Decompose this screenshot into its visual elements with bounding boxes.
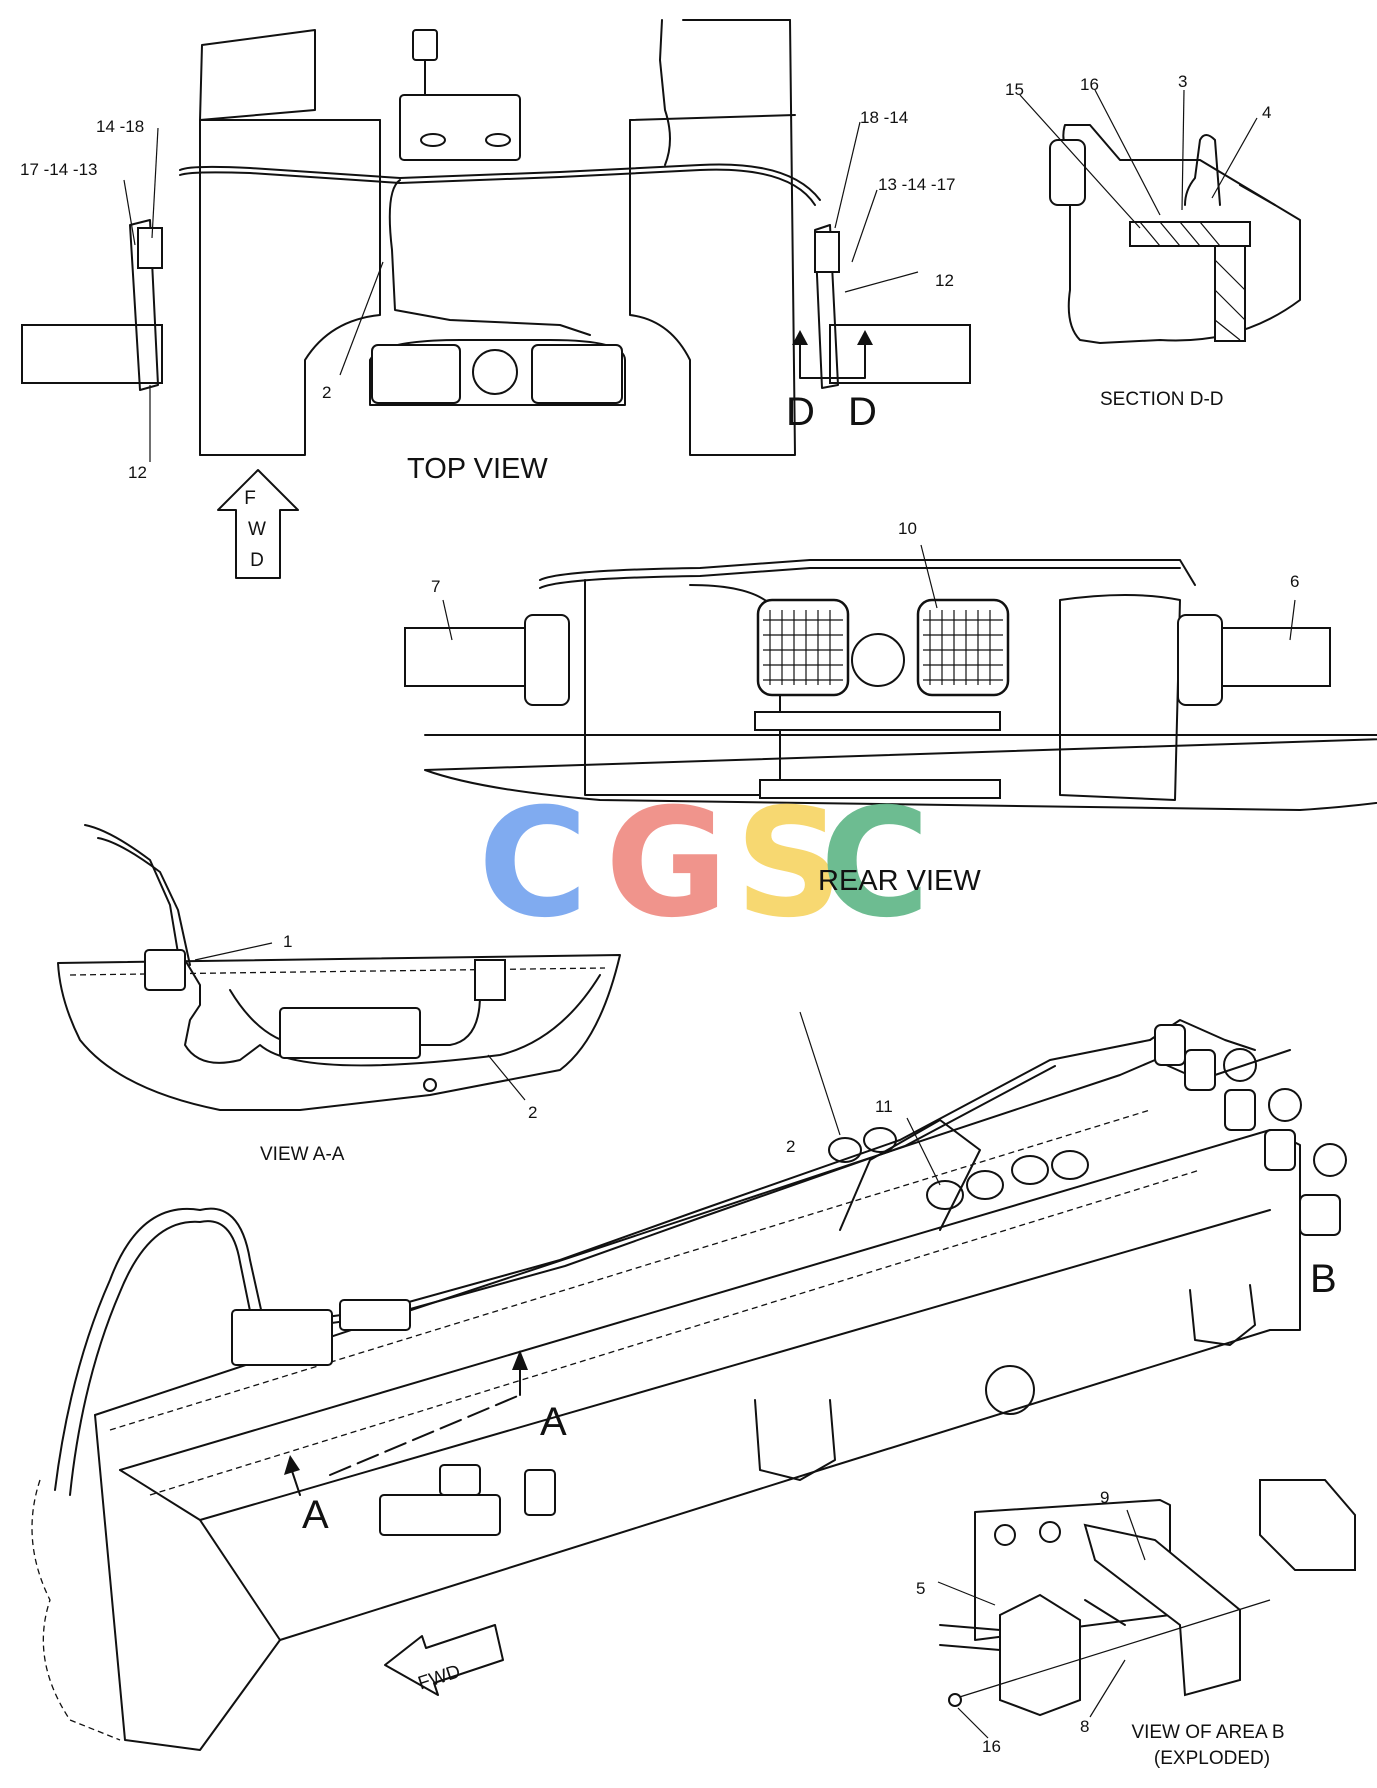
callout-18-14: 18 -14: [860, 108, 908, 127]
callout-16-area-b: 16: [982, 1737, 1001, 1756]
section-marker-b: B: [1310, 1257, 1337, 1301]
watermark-letter-s: S: [735, 777, 843, 951]
cgsc-watermark-logo: C G S C: [478, 777, 930, 951]
watermark-letter-c1: C: [478, 777, 588, 951]
callout-3: 3: [1178, 72, 1187, 91]
area-b-caption-line1: VIEW OF AREA B: [1131, 1722, 1284, 1743]
callout-2-top: 2: [322, 383, 331, 402]
callout-7: 7: [431, 577, 440, 596]
watermark-letter-g: G: [605, 777, 728, 951]
rear-view-caption: REAR VIEW: [818, 865, 981, 897]
fwd-letter-f: F: [244, 488, 256, 509]
top-view-caption: TOP VIEW: [407, 453, 548, 485]
callout-2-aa: 2: [528, 1103, 537, 1122]
callout-11: 11: [875, 1097, 893, 1116]
section-dd-drawing: [1019, 89, 1301, 344]
view-aa-drawing: [57, 824, 621, 1111]
section-marker-d-right: D: [848, 390, 877, 434]
section-marker-d-left: D: [786, 390, 815, 434]
fwd-letter-d: D: [250, 550, 264, 571]
callout-12-right: 12: [935, 271, 954, 290]
callout-10: 10: [898, 519, 917, 538]
watermark-letter-c2: C: [820, 777, 930, 951]
callout-6: 6: [1290, 572, 1299, 591]
callout-2-main: 2: [786, 1137, 795, 1156]
callout-5: 5: [916, 1579, 925, 1598]
view-aa-caption: VIEW A-A: [260, 1144, 345, 1165]
area-b-drawing: [937, 1479, 1356, 1739]
callout-16-section: 16: [1080, 75, 1099, 94]
callout-15: 15: [1005, 80, 1024, 99]
callout-8: 8: [1080, 1717, 1089, 1736]
main-frame-drawing: [31, 1011, 1347, 1751]
main-fwd-label: FWD: [416, 1661, 464, 1694]
section-dd-caption: SECTION D-D: [1100, 389, 1224, 410]
callout-12-left: 12: [128, 463, 147, 482]
fwd-letter-w: W: [248, 519, 266, 540]
callout-17-14-13: 17 -14 -13: [20, 160, 98, 179]
callout-1: 1: [283, 932, 292, 951]
section-marker-a-lower: A: [302, 1493, 329, 1537]
callout-14-18: 14 -18: [96, 117, 144, 136]
top-fwd-arrow-icon: [217, 469, 299, 579]
callout-9: 9: [1100, 1488, 1109, 1507]
section-marker-a-upper: A: [540, 1400, 567, 1444]
callout-4: 4: [1262, 103, 1271, 122]
area-b-caption-line2: (EXPLODED): [1154, 1748, 1270, 1769]
main-fwd-arrow-icon: [384, 1624, 504, 1696]
callout-13-14-17: 13 -14 -17: [878, 175, 956, 194]
top-view-drawing: [21, 19, 971, 462]
rear-view-drawing: [404, 544, 1377, 811]
